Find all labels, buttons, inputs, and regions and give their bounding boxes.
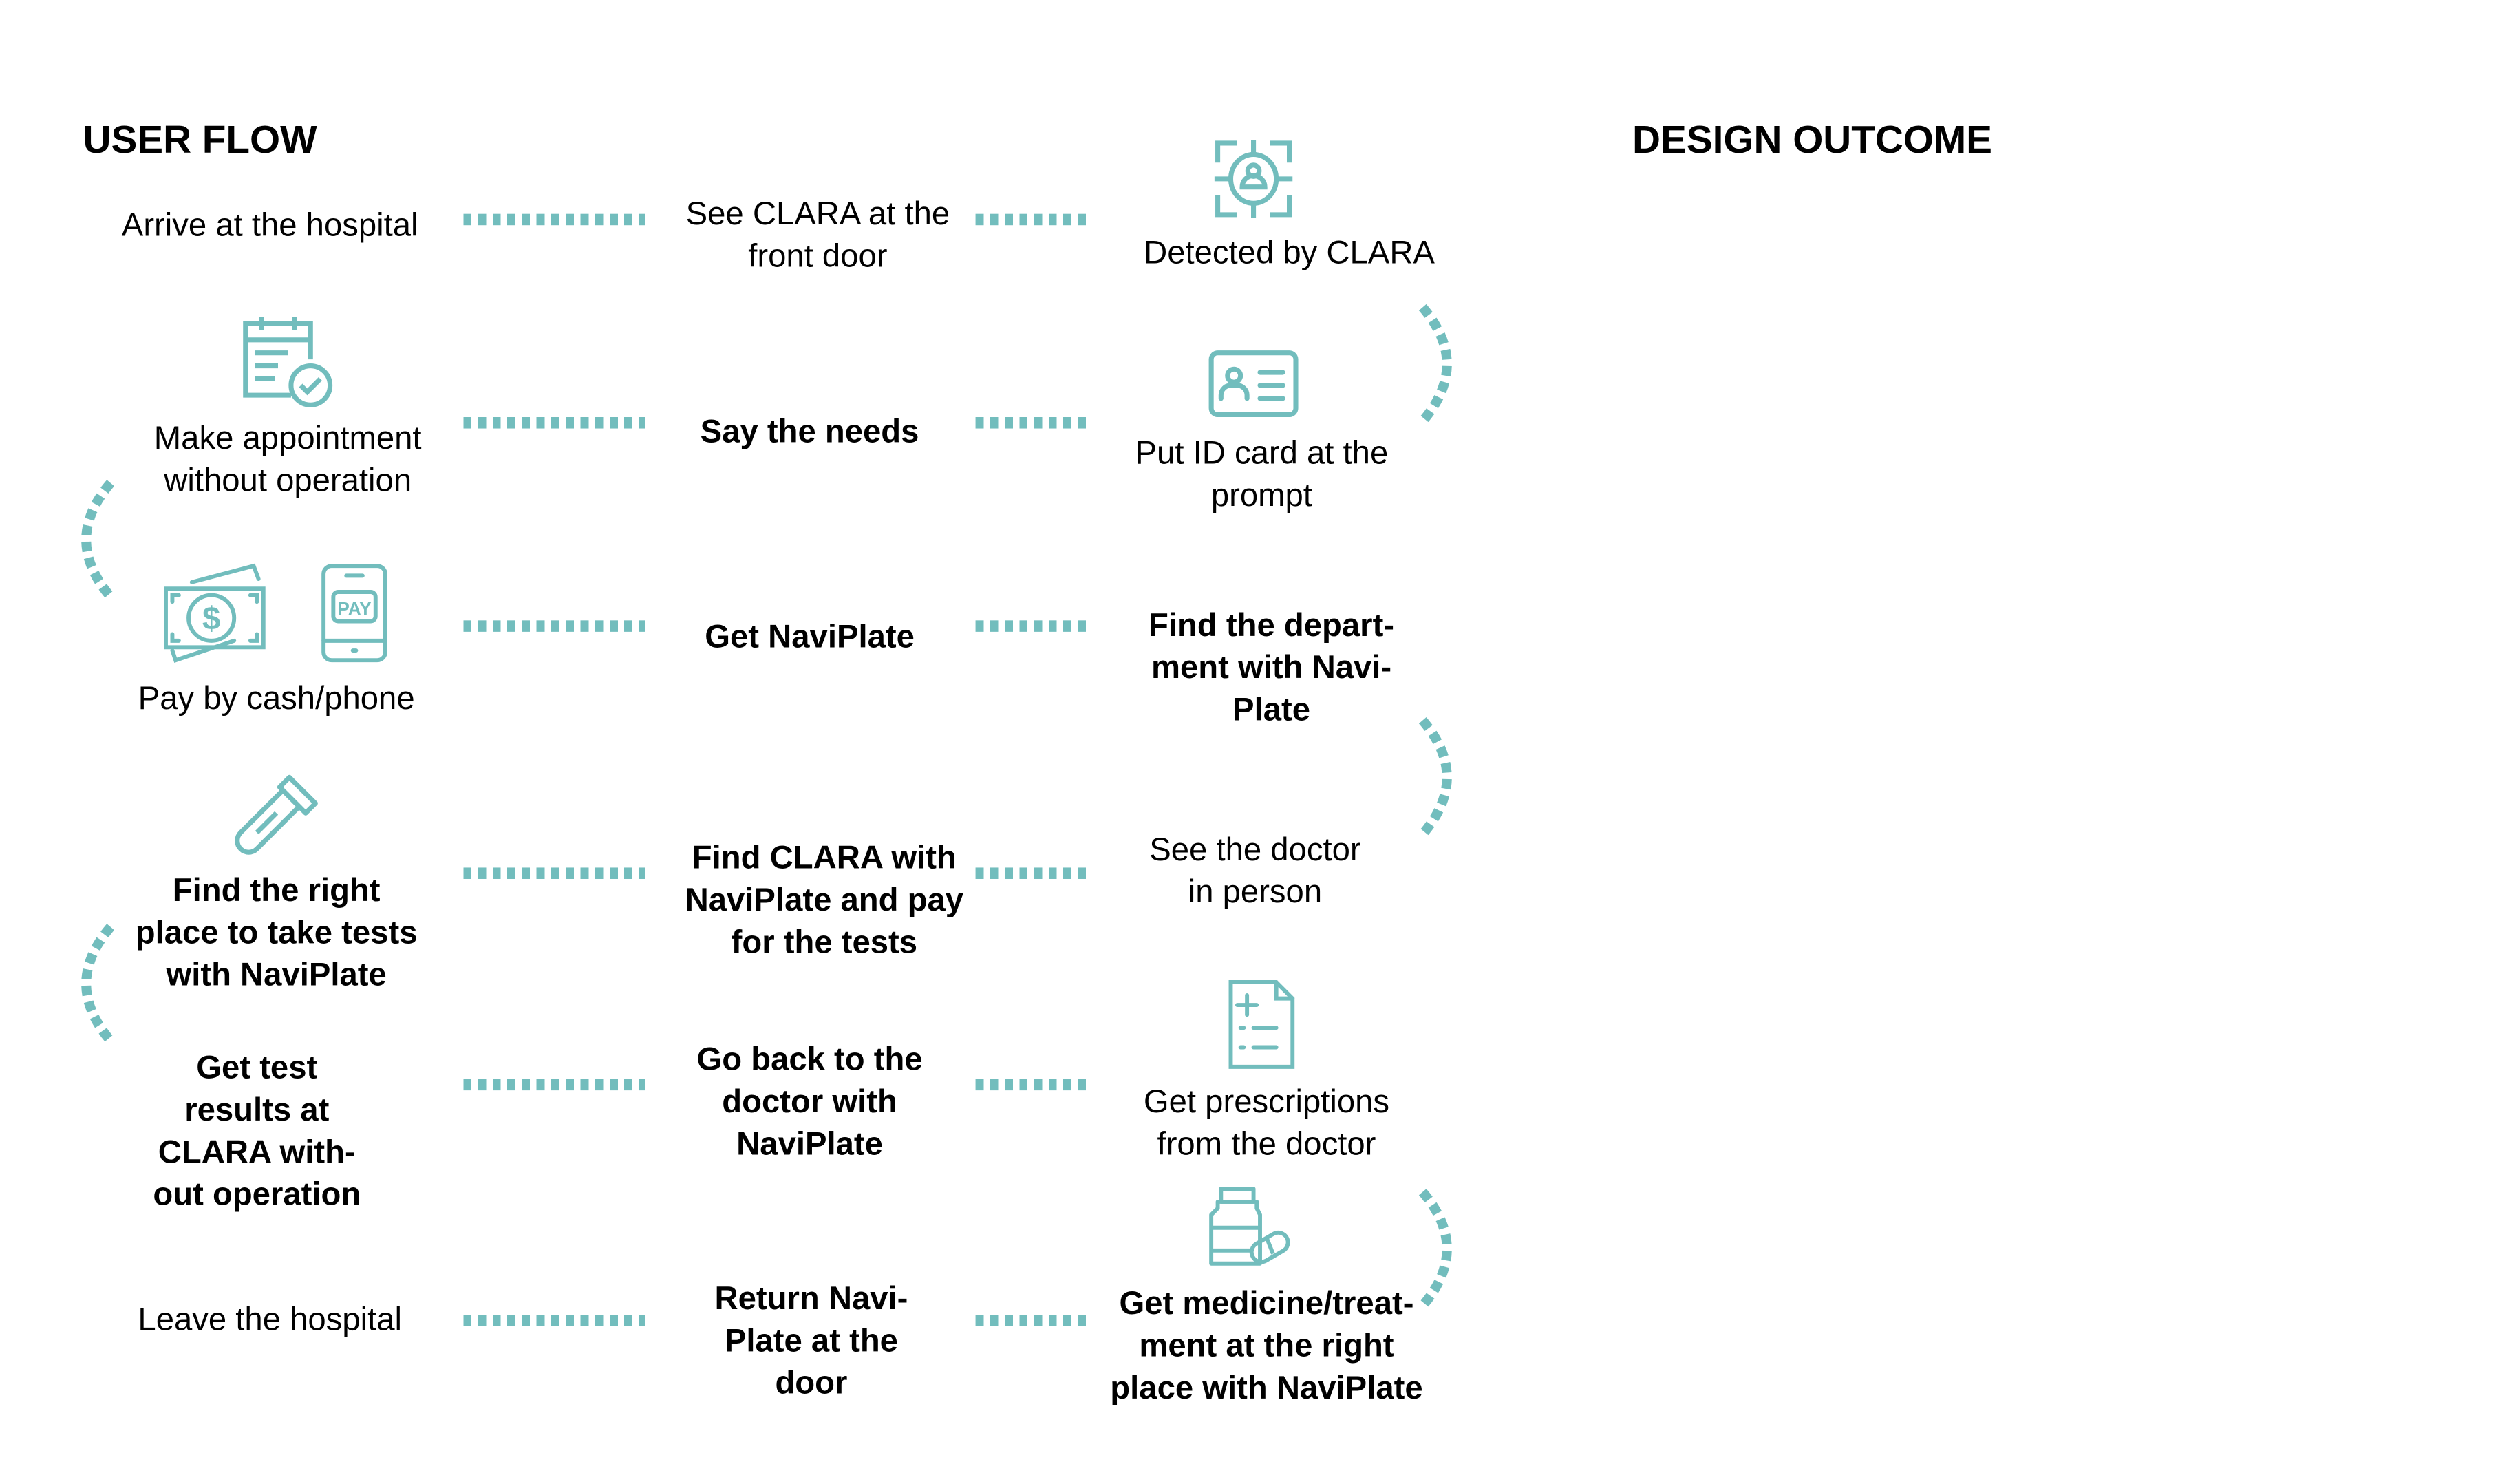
flow-step-col1-4: Find the right place to take tests with … xyxy=(135,873,418,994)
calendar-check-icon xyxy=(243,317,333,407)
loop-arrow-arc xyxy=(1418,304,1452,425)
cash-icon: $ xyxy=(164,563,266,663)
flow-step-col1-1: Arrive at the hospital xyxy=(121,208,418,244)
phone-pay-icon: PAY xyxy=(321,564,387,663)
user-flow-heading: USER FLOW xyxy=(83,118,317,163)
flow-step-col2-2: Say the needs xyxy=(700,414,919,451)
medicine-icon xyxy=(1209,1187,1290,1266)
dotted-connector xyxy=(975,1079,1089,1091)
flow-step-col3-2: Put ID card at the prompt xyxy=(1135,436,1389,514)
loop-arrow-arc xyxy=(1418,717,1452,838)
pay-label: PAY xyxy=(337,598,371,619)
dotted-connector xyxy=(975,417,1089,429)
dotted-connector xyxy=(975,620,1089,632)
face-scan-icon xyxy=(1214,140,1293,218)
flow-step-col2-6: Return Navi- Plate at the door xyxy=(714,1281,908,1402)
flow-step-col3-4: See the doctor in person xyxy=(1149,832,1361,911)
loop-arrow-arc xyxy=(81,924,115,1044)
flow-step-col2-1: See CLARA at the front door xyxy=(685,196,950,275)
test-tube-icon xyxy=(235,774,318,855)
dotted-connector xyxy=(975,1315,1089,1326)
flow-step-col3-1: Detected by CLARA xyxy=(1144,235,1435,272)
flow-step-col3-5: Get prescriptions from the doctor xyxy=(1143,1084,1390,1163)
id-card-icon xyxy=(1208,350,1299,418)
flow-step-col2-3: Get NaviPlate xyxy=(705,619,915,656)
dotted-connector xyxy=(463,417,645,429)
flow-step-col2-5: Go back to the doctor with NaviPlate xyxy=(696,1042,923,1163)
dotted-connector xyxy=(463,1315,645,1326)
dotted-connector xyxy=(463,620,645,632)
dotted-connector xyxy=(463,1079,645,1091)
flow-step-col1-5: Get test results at CLARA with- out oper… xyxy=(153,1050,361,1213)
dotted-connector xyxy=(975,867,1089,879)
dotted-connector xyxy=(975,213,1089,226)
design-outcome-heading: DESIGN OUTCOME xyxy=(1632,118,1992,163)
svg-text:$: $ xyxy=(202,600,220,637)
dotted-connector xyxy=(463,213,645,226)
flow-step-col3-6: Get medicine/treat- ment at the right pl… xyxy=(1110,1286,1423,1407)
prescription-icon xyxy=(1228,980,1295,1069)
flow-step-col1-6: Leave the hospital xyxy=(138,1302,402,1339)
flow-step-col1-2: Make appointment without operation xyxy=(153,421,422,500)
flow-step-col2-4: Find CLARA with NaviPlate and pay for th… xyxy=(685,840,964,962)
flow-step-col1-3: Pay by cash/phone xyxy=(138,681,415,717)
dotted-connector xyxy=(463,867,645,879)
flow-step-col3-3: Find the depart- ment with Navi- Plate xyxy=(1149,608,1395,729)
loop-arrow-arc xyxy=(1418,1189,1452,1309)
loop-arrow-arc xyxy=(81,480,115,600)
